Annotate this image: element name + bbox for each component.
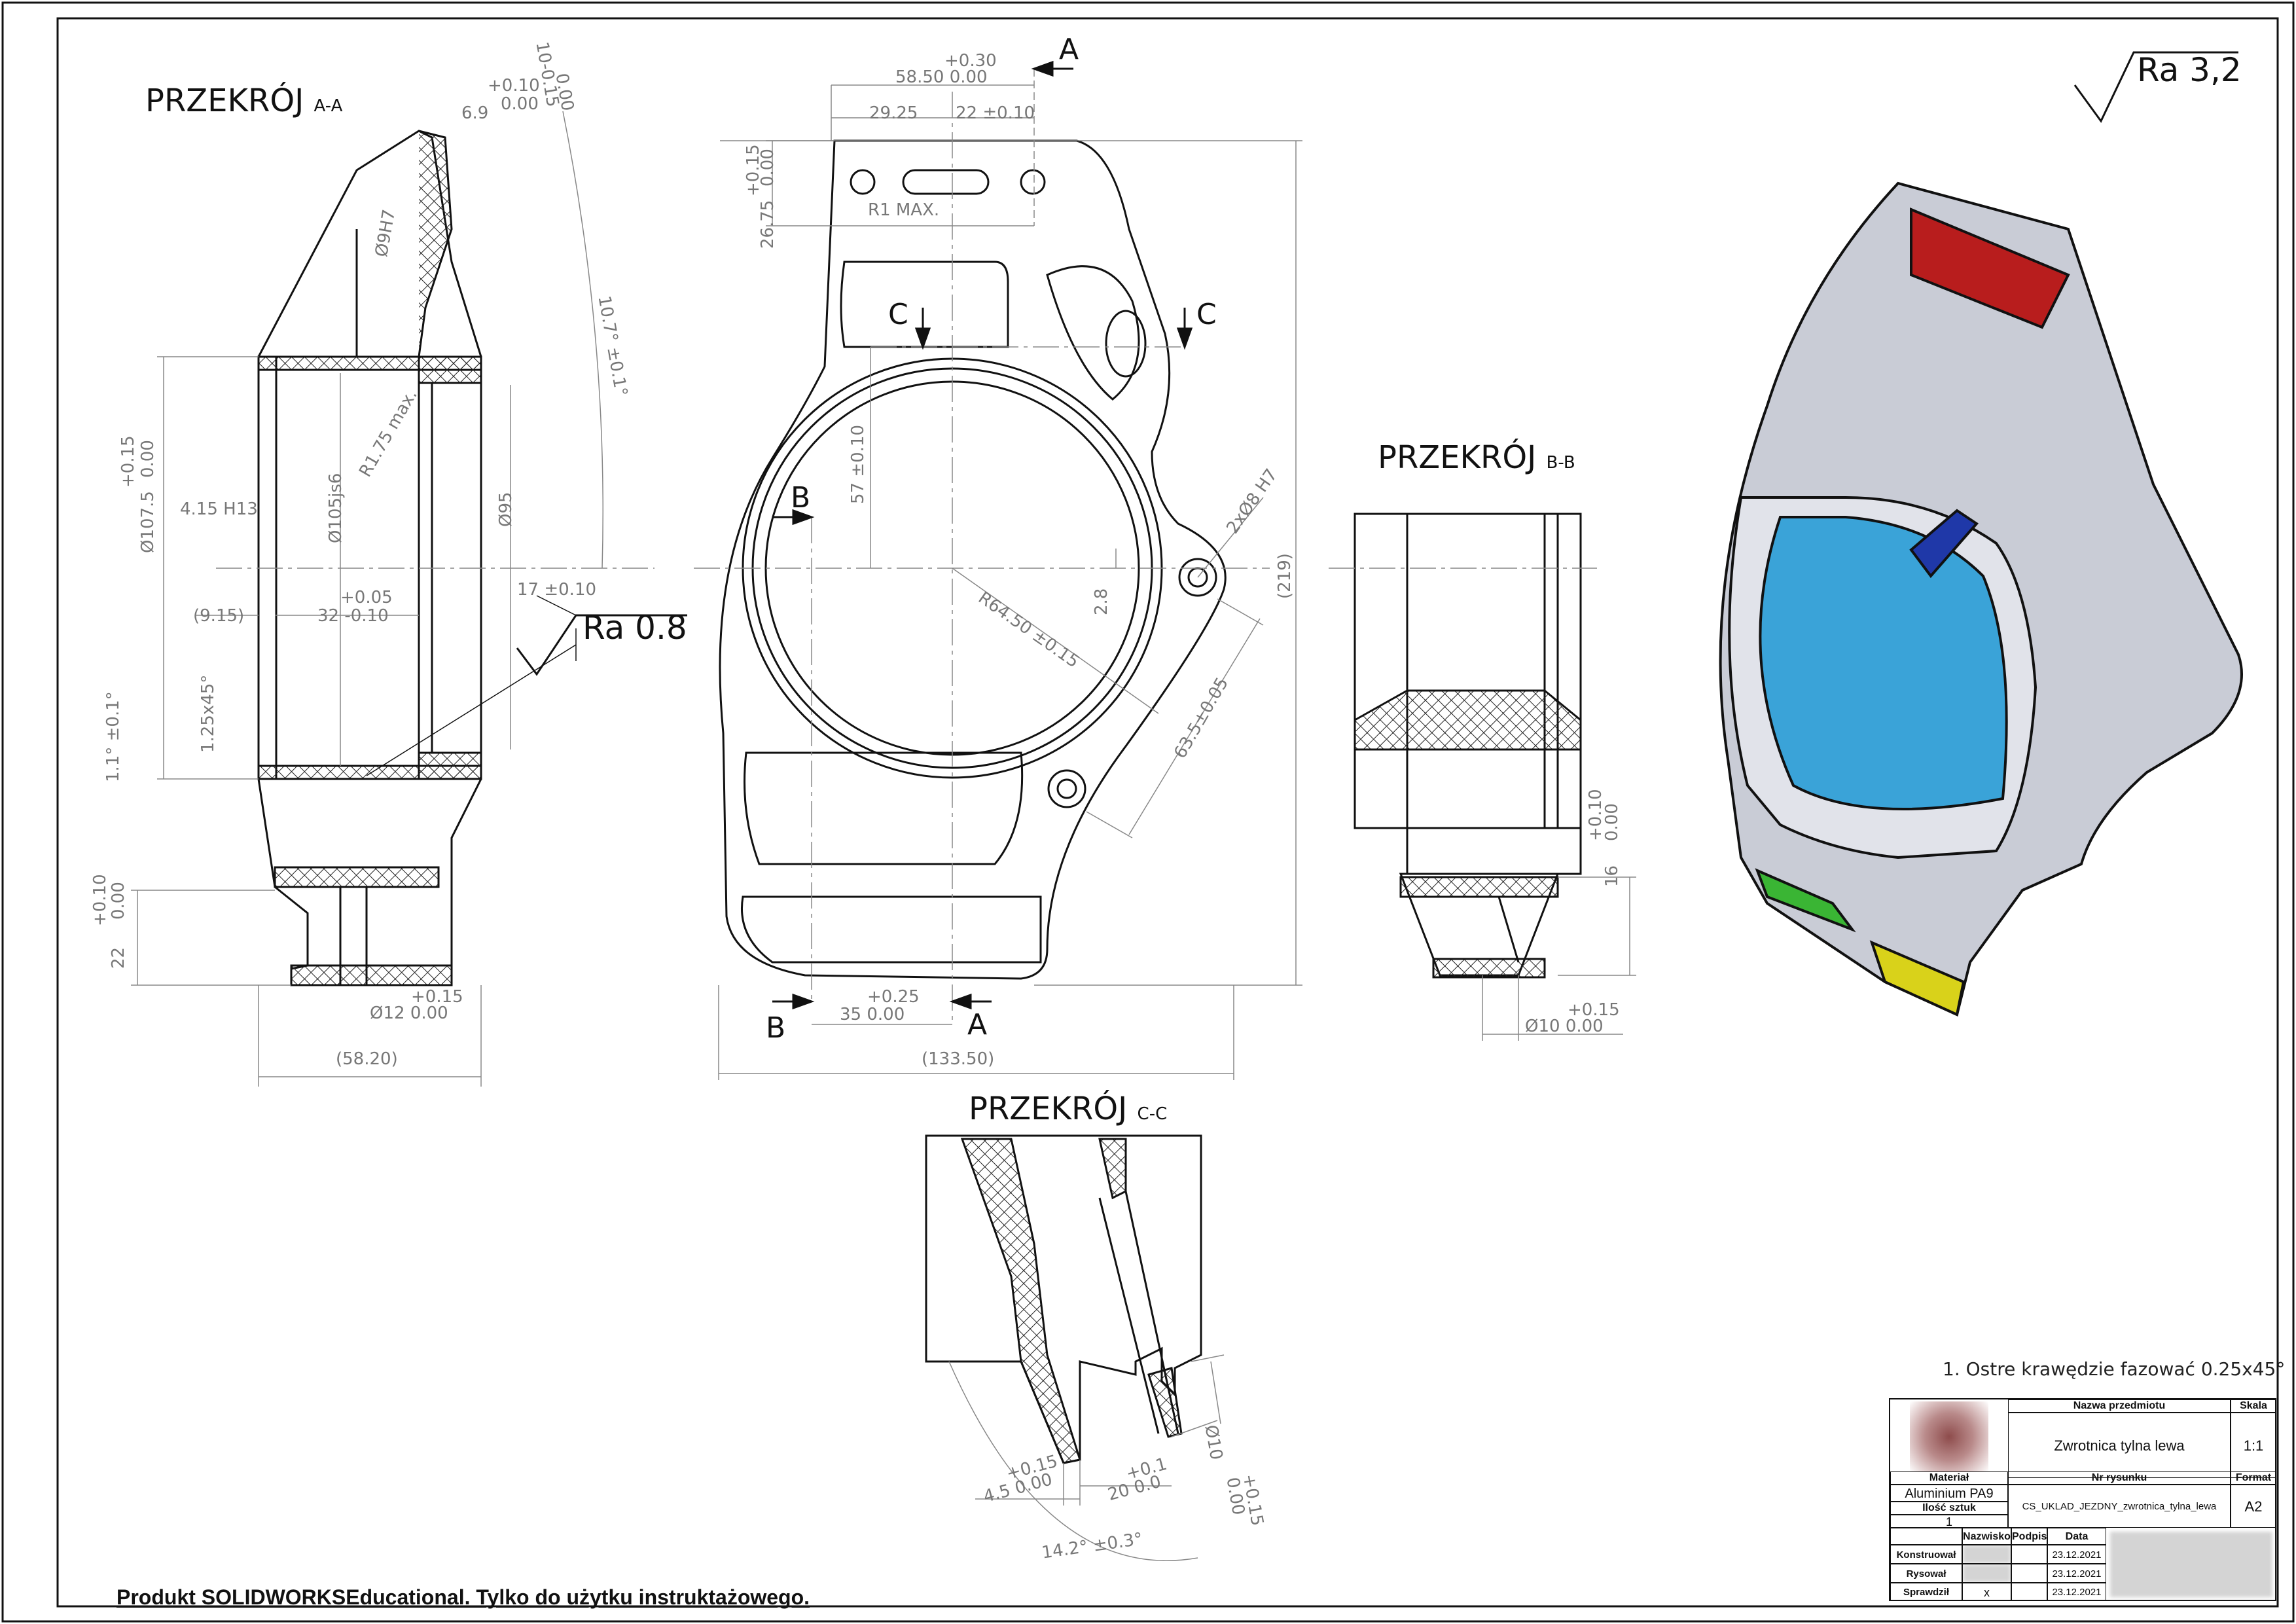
row-role-drawn: Rysował: [1890, 1564, 1962, 1583]
row-name-checked: x: [1962, 1583, 2011, 1601]
dim-bb-tol-zero: 0.00: [1602, 803, 1622, 841]
dim-aa-bottom-tol-plus: +0.10: [90, 874, 110, 926]
material-header: Materiał: [1890, 1471, 2008, 1485]
dim-main-height: 26.75: [758, 200, 778, 249]
company-stamp: [2106, 1528, 2276, 1601]
dim-main-width-tol-plus: +0.30: [944, 51, 997, 71]
row-role-checked: Sprawdził: [1890, 1583, 1962, 1601]
section-a-a-view: [257, 130, 482, 986]
row-name-drawn: [1962, 1564, 2011, 1583]
dim-main-overall-height: (219): [1275, 553, 1295, 599]
isometric-3d-view: [1719, 181, 2243, 1017]
dim-aa-bore-inner: Ø105js6: [326, 473, 346, 543]
row-date-drawn: 23.12.2021: [2047, 1564, 2106, 1583]
dim-aa-hole-bottom: Ø12 0.00: [370, 1003, 448, 1023]
name-column-header: Nazwisko: [1962, 1528, 2011, 1545]
row-role-constructed: Konstruował: [1890, 1545, 1962, 1564]
date-column-header: Data: [2047, 1528, 2106, 1545]
section-marker-b-top: B: [791, 481, 811, 514]
section-b-b-view: [1354, 513, 1582, 979]
scale-header: Skala: [2231, 1399, 2276, 1413]
dim-main-half-left: 29.25: [869, 103, 918, 123]
section-arrows: [772, 60, 1193, 1010]
drawing-no-header: Nr rysunku: [2008, 1471, 2231, 1485]
section-marker-b-bottom: B: [766, 1011, 786, 1045]
dim-main-bottom: 35 0.00: [840, 1005, 905, 1024]
format-value: A2: [2231, 1485, 2276, 1528]
dim-aa-width: 32 -0.10: [317, 606, 389, 626]
dim-aa-bore-outer: Ø95: [496, 492, 516, 527]
row-sign-drawn: [2011, 1564, 2047, 1583]
row-name-constructed: [1962, 1545, 2011, 1564]
drawing-no: CS_UKLAD_JEZDNY_zwrotnica_tylna_lewa: [2008, 1485, 2231, 1528]
row-date-checked: 23.12.2021: [2047, 1583, 2106, 1601]
section-a-a-dimension-lines: [131, 111, 655, 1087]
dim-main-overall-width: (133.50): [922, 1049, 995, 1069]
section-b-b-dimension-lines: [1329, 568, 1636, 1041]
dim-aa-ref-left: (9.15): [193, 606, 245, 626]
dim-aa-top-tol-zero: 0.00: [501, 94, 539, 114]
surface-finish-symbols: [516, 51, 2238, 676]
dim-aa-dia-tol-zero: 0.00: [138, 440, 158, 478]
footer-watermark: Produkt SOLIDWORKSEducational. Tylko do …: [117, 1585, 810, 1609]
title-block: Nazwa przedmiotu Zwrotnica tylna lewa Sk…: [1889, 1398, 2276, 1601]
chamfer-note: 1. Ostre krawędzie fazować 0.25x45°: [1943, 1358, 2286, 1380]
section-c-c-title: PRZEKRÓJ C-C: [969, 1091, 1168, 1127]
row-sign-constructed: [2011, 1545, 2047, 1564]
surface-finish-general: Ra 3,2: [2137, 51, 2242, 89]
dim-bb-hole: Ø10 0.00: [1525, 1017, 1604, 1036]
section-c-c-dimension-lines: [948, 1354, 1225, 1561]
dim-aa-chamfer: 1.25x45°: [198, 674, 218, 753]
section-b-b-title: PRZEKRÓJ B-B: [1378, 439, 1575, 476]
dim-bb-hole-tol-plus: +0.15: [1568, 1000, 1620, 1020]
dim-aa-top-base: 6.9: [461, 103, 489, 123]
section-a-a-title: PRZEKRÓJ A-A: [145, 82, 343, 119]
dim-aa-angle-small: 1.1° ±0.1°: [103, 691, 123, 782]
signature-corner: [1890, 1528, 1962, 1545]
part-name-header: Nazwa przedmiotu: [2008, 1399, 2231, 1413]
dim-main-offset-small: 2.8: [1092, 588, 1111, 615]
dim-aa-hole-tol-plus: +0.15: [411, 987, 463, 1007]
dim-aa-dia-tol-plus: +0.15: [118, 435, 138, 488]
material-value: Aluminium PA9: [1890, 1485, 2008, 1502]
section-marker-a-top: A: [1059, 33, 1079, 66]
company-logo: [1910, 1401, 1988, 1472]
dim-main-center-dist: 57 ±0.10: [848, 424, 868, 504]
dim-main-bottom-tol-plus: +0.25: [867, 987, 920, 1007]
dim-aa-groove: 4.15 H13: [180, 499, 258, 519]
format-header: Format: [2231, 1471, 2276, 1485]
row-date-constructed: 23.12.2021: [2047, 1545, 2106, 1564]
quantity-value: 1: [1890, 1515, 2008, 1528]
main-view: [719, 139, 1227, 980]
dim-aa-dia: Ø107.5: [138, 491, 158, 553]
dim-aa-bottom-tol-zero: 0.00: [109, 882, 128, 920]
row-sign-checked: [2011, 1583, 2047, 1601]
dim-aa-offset: 17 ±0.10: [517, 580, 597, 600]
surface-finish-bore: Ra 0.8: [583, 609, 687, 647]
dim-main-width: 58.50 0.00: [895, 67, 988, 87]
sign-column-header: Podpis: [2011, 1528, 2047, 1545]
scale-value: 1:1: [2231, 1413, 2276, 1478]
dim-main-radius-max: R1 MAX.: [868, 200, 940, 220]
main-view-dimension-lines: [694, 69, 1302, 1080]
dim-aa-overall: (58.20): [336, 1049, 398, 1069]
section-c-c-view: [925, 1134, 1202, 1464]
section-marker-c-right: C: [1196, 298, 1217, 331]
section-marker-a-bottom: A: [967, 1008, 988, 1041]
part-name: Zwrotnica tylna lewa: [2008, 1413, 2231, 1478]
dim-aa-bottom: 22: [109, 947, 128, 969]
dim-aa-top-tol-plus: +0.10: [488, 76, 540, 96]
inner-border: [56, 17, 2279, 1608]
quantity-header: Ilość sztuk: [1890, 1502, 2008, 1515]
dim-main-height-tol-zero: 0.00: [758, 149, 778, 187]
dim-bb-height: 16: [1602, 865, 1622, 887]
dim-main-half-right: 22 ±0.10: [956, 103, 1035, 123]
section-marker-c-left: C: [888, 298, 908, 331]
dim-aa-width-tol-plus: +0.05: [340, 588, 393, 607]
